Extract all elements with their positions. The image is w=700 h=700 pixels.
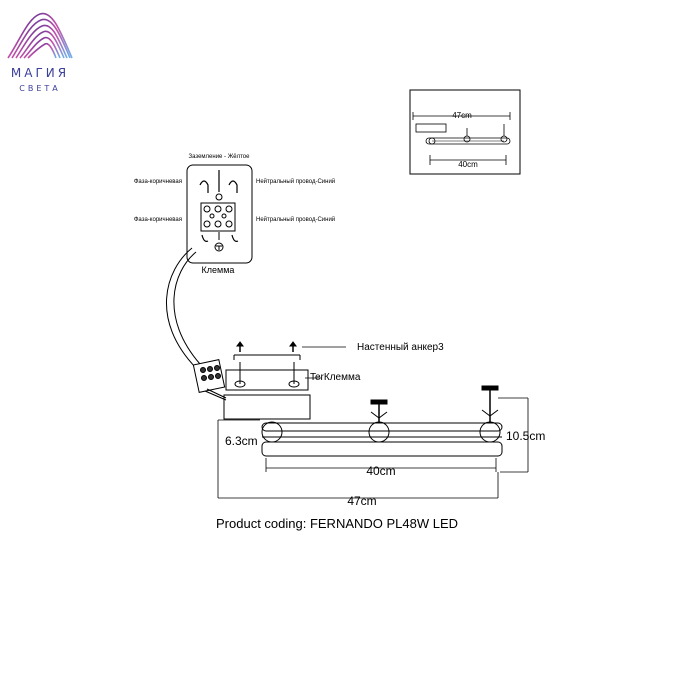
light-fixture [261,385,503,457]
logo-subtitle: СВЕТА [19,84,61,93]
neutral-wire-label-top: Нейтральный провод-Синий [256,178,335,185]
terminal-connector-label: TerКлемма [310,372,361,383]
wall-anchor-icon [289,341,297,352]
right-height-dimension: 10.5cm [506,429,545,443]
ground-wire-label: Заземление - Жёлтое [189,154,251,160]
total-width-dimension: 47cm [347,494,376,508]
inner-width-dimension: 40cm [366,464,395,478]
inset-top-dimension: 47cm [452,111,472,120]
power-cable [165,247,201,369]
inset-dimension-box [409,89,521,175]
terminal-block [186,164,253,264]
wall-anchor-label: Настенный анкер3 [357,342,444,353]
terminal-caption: Клемма [202,265,235,275]
logo-title: МАГИЯ [11,66,69,80]
brand-logo: МАГИЯ СВЕТА [7,12,73,93]
logo-wave-mark [7,12,73,59]
left-height-dimension: 6.3cm [225,434,258,448]
wall-anchor-icon [236,341,244,352]
dimension-lines [217,397,529,499]
wire-connector [192,359,227,401]
mounting-bracket [223,341,346,420]
inset-bottom-dimension: 40cm [458,160,478,169]
phase-wire-label-bottom: Фаза-коричневая [134,217,182,223]
product-caption: Product coding: FERNANDO PL48W LED [216,516,458,531]
phase-wire-label-top: Фаза-коричневая [134,179,182,185]
neutral-wire-label-bottom: Нейтральный провод-Синий [256,216,335,223]
